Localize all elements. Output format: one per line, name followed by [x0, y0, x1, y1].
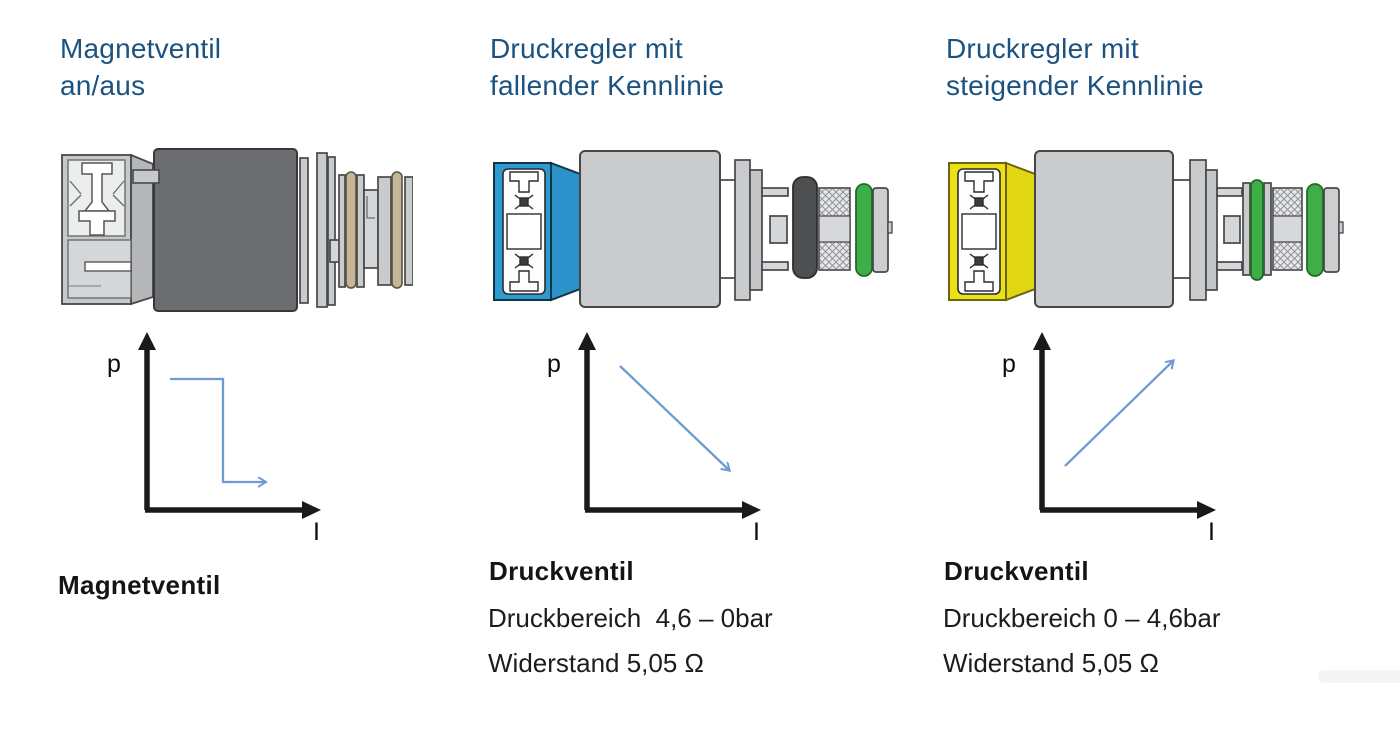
spec-widerstand: Widerstand 5,05 Ω — [943, 648, 1159, 678]
title-line-1: Druckregler mit — [490, 33, 683, 64]
falling-curve — [619, 365, 729, 470]
seal-ring-dark — [792, 176, 818, 279]
filter-mesh-section — [1272, 187, 1303, 271]
x-axis-label: I — [753, 518, 760, 545]
valve-illustration-druckregler-steigend — [948, 150, 1344, 308]
title-line-2: an/aus — [60, 70, 146, 101]
title-line-2: steigender Kennlinie — [946, 70, 1204, 101]
spec-druckbereich: Druckbereich 0 – 4,6bar — [943, 603, 1221, 633]
step-down-curve — [170, 377, 265, 482]
caption-druckventil: Druckventil — [489, 556, 634, 586]
spec-widerstand: Widerstand 5,05 Ω — [488, 648, 704, 678]
y-axis-label: p — [107, 350, 121, 378]
end-cap — [1323, 187, 1340, 273]
title-line-2: fallender Kennlinie — [490, 70, 725, 101]
bearing-cutaway — [961, 171, 997, 292]
x-axis-arrowhead — [742, 501, 761, 519]
end-cap — [872, 187, 889, 273]
seal-ring-green — [855, 183, 873, 277]
end-nub — [1338, 221, 1344, 234]
filter-mesh-section — [818, 187, 851, 271]
characteristic-graph-rising: p I — [1002, 332, 1216, 545]
y-axis-arrowhead — [1033, 332, 1051, 350]
faint-artifact — [1318, 670, 1400, 683]
characteristic-graph-on-off: p I — [107, 332, 321, 545]
seal-ring-green — [1250, 179, 1264, 281]
valve-connector-blue — [493, 161, 581, 302]
y-axis-arrowhead — [578, 332, 596, 350]
valve-connector-yellow — [948, 161, 1036, 302]
y-axis-label: p — [547, 350, 561, 378]
valve-illustration-magnetventil — [61, 148, 413, 312]
characteristic-graph-falling: p I — [547, 332, 761, 545]
end-nub — [887, 221, 893, 234]
valve-hydraulic-section — [299, 152, 413, 308]
y-axis-label: p — [1002, 350, 1016, 378]
caption-magnetventil: Magnetventil — [58, 570, 221, 600]
solenoid-coil-body — [579, 150, 721, 308]
valve-hydraulic-section — [720, 159, 789, 301]
y-axis-arrowhead — [138, 332, 156, 350]
x-axis-arrowhead — [302, 501, 321, 519]
title-line-1: Magnetventil — [60, 33, 222, 64]
connector-tab — [132, 169, 160, 184]
valve-connector-gray — [61, 153, 154, 306]
solenoid-coil-body — [153, 148, 298, 312]
valve-hydraulic-section — [1173, 159, 1272, 301]
seal-ring-tan — [391, 171, 403, 289]
valve-illustration-druckregler-fallend — [493, 150, 893, 308]
bearing-cutaway — [506, 171, 542, 292]
x-axis-label: I — [1208, 518, 1215, 545]
caption-druckventil: Druckventil — [944, 556, 1089, 586]
spec-druckbereich: Druckbereich 4,6 – 0bar — [488, 603, 773, 633]
rising-curve — [1064, 361, 1173, 467]
column-title-druckregler-fallend: Druckregler mit fallender Kennlinie — [490, 30, 724, 104]
column-title-druckregler-steigend: Druckregler mit steigender Kennlinie — [946, 30, 1204, 104]
solenoid-coil-body — [1034, 150, 1174, 308]
seal-ring-green — [1306, 183, 1324, 277]
title-line-1: Druckregler mit — [946, 33, 1139, 64]
column-title-magnetventil: Magnetventil an/aus — [60, 30, 221, 104]
seal-ring-tan — [345, 171, 357, 289]
x-axis-arrowhead — [1197, 501, 1216, 519]
x-axis-label: I — [313, 518, 320, 545]
